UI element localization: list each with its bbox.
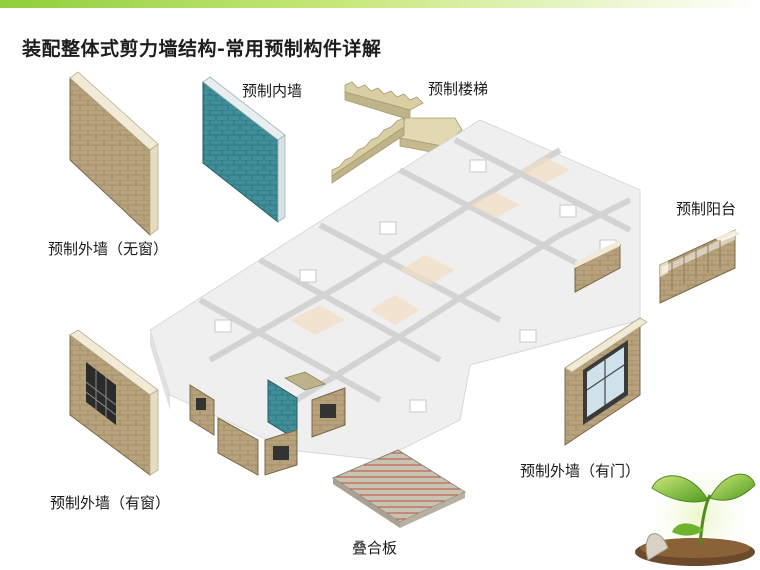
top-accent-bar [0, 0, 760, 8]
house-model [149, 119, 641, 476]
outer-wall-door-panel [564, 317, 648, 446]
composite-slab-component [331, 449, 467, 528]
inner-wall-panel [202, 76, 286, 224]
slide-title: 装配整体式剪力墙结构-常用预制构件详解 [22, 38, 382, 60]
balcony-component [659, 229, 740, 304]
label-balcony: 预制阳台 [676, 200, 737, 218]
outer-wall-window-panel [69, 329, 159, 476]
label-outer-wall-window: 预制外墙（有窗） [50, 494, 171, 512]
label-outer-wall-no-window: 预制外墙（无窗） [48, 240, 169, 258]
label-inner-wall: 预制内墙 [242, 82, 303, 100]
label-outer-wall-door: 预制外墙（有门） [520, 462, 641, 480]
sprout-decoration-icon [635, 455, 760, 570]
outer-wall-no-window-panel [69, 71, 159, 237]
label-composite-slab: 叠合板 [352, 539, 398, 557]
stair-component [331, 81, 463, 184]
label-stair: 预制楼梯 [428, 80, 489, 98]
